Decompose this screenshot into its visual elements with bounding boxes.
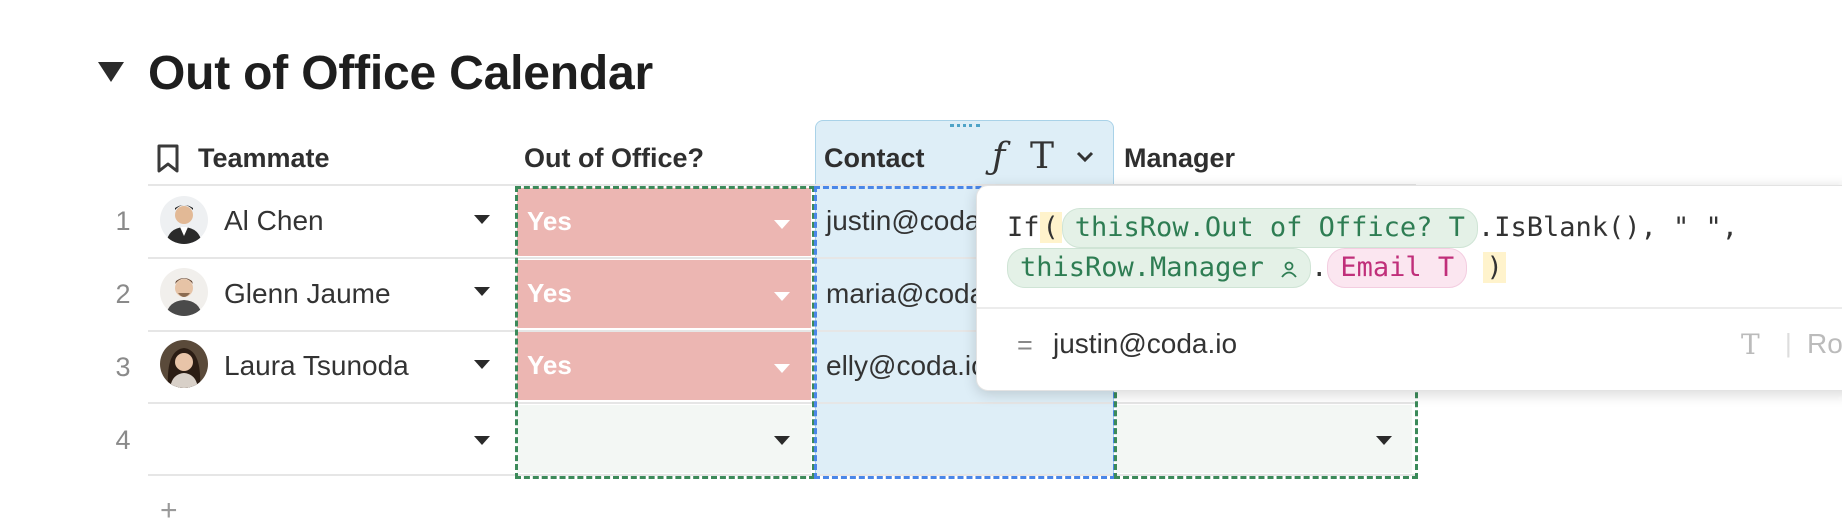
formula-open-paren: ( (1039, 212, 1062, 243)
grid-line (148, 184, 1416, 186)
chevron-down-icon[interactable] (474, 215, 490, 224)
footer-separator: | (1785, 328, 1792, 358)
formula-line-2[interactable]: thisRow.Manager .Email T ) (1007, 248, 1506, 288)
row-number: 1 (115, 206, 131, 236)
chevron-down-icon[interactable] (1076, 150, 1094, 168)
chevron-down-icon[interactable] (474, 287, 490, 296)
popup-divider (977, 307, 1842, 309)
equals-icon: = (1017, 330, 1033, 360)
row-number: 2 (115, 279, 131, 309)
teammate-name: Al Chen (224, 205, 324, 236)
teammate-name: Laura Tsunoda (224, 350, 409, 381)
collapse-section-icon[interactable] (98, 62, 124, 82)
grid-line (148, 474, 1416, 476)
formula-close-paren: ) (1483, 252, 1506, 283)
chevron-down-icon[interactable] (1376, 436, 1392, 445)
row-number: 3 (115, 352, 131, 382)
formula-call: .IsBlank(), " ", (1477, 212, 1739, 243)
chevron-down-icon[interactable] (474, 436, 490, 445)
result-type-icon: T (1741, 328, 1760, 361)
formula-icon[interactable]: ƒ (992, 136, 1006, 177)
header-manager[interactable]: Manager (1124, 143, 1236, 173)
empty-cell-manager[interactable] (1116, 405, 1412, 473)
formula-token-email[interactable]: Email T (1327, 248, 1468, 288)
avatar (160, 340, 208, 388)
footer-row-label[interactable]: Ro (1807, 328, 1842, 359)
text-type-icon[interactable]: T (1030, 136, 1055, 177)
chevron-down-icon[interactable] (774, 436, 790, 445)
chevron-down-icon[interactable] (774, 220, 790, 229)
text-type-icon: T (1448, 212, 1465, 243)
ooo-cell[interactable]: Yes (517, 332, 811, 400)
section-title: Out of Office Calendar (148, 47, 653, 100)
ooo-value: Yes (527, 350, 572, 380)
text-type-icon: T (1437, 252, 1455, 283)
chevron-down-icon[interactable] (774, 364, 790, 373)
ooo-value: Yes (527, 206, 572, 236)
contact-email[interactable]: elly@coda.io (826, 350, 987, 381)
bookmark-icon (156, 144, 180, 179)
column-drag-handle[interactable] (950, 124, 980, 135)
avatar (160, 196, 208, 244)
person-icon (1281, 261, 1297, 278)
formula-dot: . (1311, 252, 1328, 283)
grid-line (148, 257, 1416, 259)
chevron-down-icon[interactable] (474, 360, 490, 369)
row-number: 4 (115, 425, 131, 455)
header-contact[interactable]: Contact (824, 143, 925, 173)
teammate-name: Glenn Jaume (224, 278, 391, 309)
header-teammate[interactable]: Teammate (198, 143, 330, 173)
empty-cell-out-of-office[interactable] (517, 405, 811, 473)
ooo-value: Yes (527, 278, 572, 308)
grid-line (148, 330, 1416, 332)
formula-token-manager[interactable]: thisRow.Manager (1007, 248, 1312, 288)
ooo-cell[interactable]: Yes (517, 188, 811, 256)
token-label: thisRow.Out of Office? (1074, 212, 1433, 243)
header-out-of-office[interactable]: Out of Office? (524, 143, 704, 173)
ooo-cell[interactable]: Yes (517, 260, 811, 328)
grid-line (148, 402, 1416, 404)
add-row-button[interactable]: + (160, 494, 178, 527)
reference-outline-out-of-office (515, 186, 815, 479)
formula-line-1[interactable]: If(thisRow.Out of Office? T.IsBlank(), "… (1007, 208, 1738, 248)
formula-result: justin@coda.io (1053, 328, 1238, 359)
chevron-down-icon[interactable] (774, 292, 790, 301)
formula-editor-popup[interactable]: If(thisRow.Out of Office? T.IsBlank(), "… (976, 185, 1842, 391)
formula-if: If (1007, 212, 1040, 243)
token-label: thisRow.Manager (1020, 252, 1264, 283)
formula-token-out-of-office[interactable]: thisRow.Out of Office? T (1061, 208, 1478, 248)
avatar (160, 268, 208, 316)
token-label: Email (1340, 252, 1422, 283)
